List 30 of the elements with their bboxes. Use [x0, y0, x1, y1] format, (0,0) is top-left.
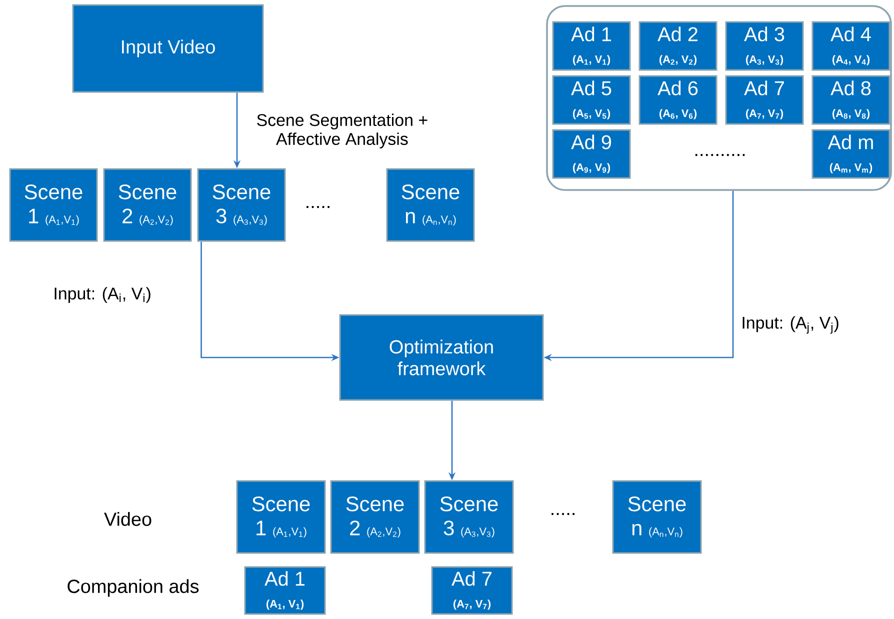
ad-box: Ad 3 (A$_{3}$, V$_{3}$): [725, 21, 804, 71]
scene-box: Scene 3 (A$_{3}$,V$_{3}$): [424, 480, 514, 554]
ad-box: Ad 2 (A$_{2}$, V$_{2}$): [638, 21, 718, 71]
scene-box: Scene n (A$_{n}$,V$_{n}$): [612, 480, 702, 554]
ad-box: Ad 5 (A$_{5}$, V$_{5}$): [552, 75, 631, 125]
scene-box: Scene 2 (A$_{2}$,V$_{2}$): [103, 168, 192, 242]
ad-box: Ad 7 (A$_{7}$, V$_{7}$): [431, 566, 513, 615]
edge-label: Scene Segmentation + Affective Analysis: [257, 114, 428, 148]
ad-box: Ad 1 (A$_{1}$, V$_{1}$): [244, 566, 326, 615]
process-box: Optimization framework: [339, 314, 544, 401]
scene-box: Scene 1 (A$_{1}$,V$_{1}$): [9, 168, 98, 242]
ad-box: Ad m (A$_{m}$, V$_{m}$): [812, 129, 890, 179]
ellipsis: ..........: [695, 154, 745, 156]
scene-box: Scene 2 (A$_{2}$,V$_{2}$): [330, 480, 420, 554]
process-box: Input Video: [72, 4, 264, 93]
ad-box: Ad 8 (A$_{8}$, V$_{8}$): [812, 75, 890, 125]
ellipsis: .....: [552, 513, 574, 515]
ad-box: Ad 6 (A$_{6}$, V$_{6}$): [638, 75, 718, 125]
edge-label: Input: (A$_{j}$, V$_{j}$): [742, 316, 838, 334]
ad-box: Ad 9 (A$_{9}$, V$_{9}$): [552, 129, 631, 179]
ad-box: Ad 1 (A$_{1}$, V$_{1}$): [552, 21, 631, 71]
scene-box: Scene n (A$_{n}$,V$_{n}$): [386, 168, 475, 242]
scene-box: Scene 1 (A$_{1}$,V$_{1}$): [236, 480, 326, 554]
ad-box: Ad 4 (A$_{4}$, V$_{4}$): [812, 21, 890, 71]
row-label: Companion ads: [68, 579, 199, 597]
ad-box: Ad 7 (A$_{7}$, V$_{7}$): [725, 75, 804, 125]
row-label: Video: [104, 512, 152, 526]
edge-label: Input: (A$_{i}$, V$_{i}$): [54, 287, 150, 303]
ellipsis: .....: [306, 206, 330, 208]
scene-box: Scene 3 (A$_{3}$,V$_{3}$): [197, 168, 286, 242]
